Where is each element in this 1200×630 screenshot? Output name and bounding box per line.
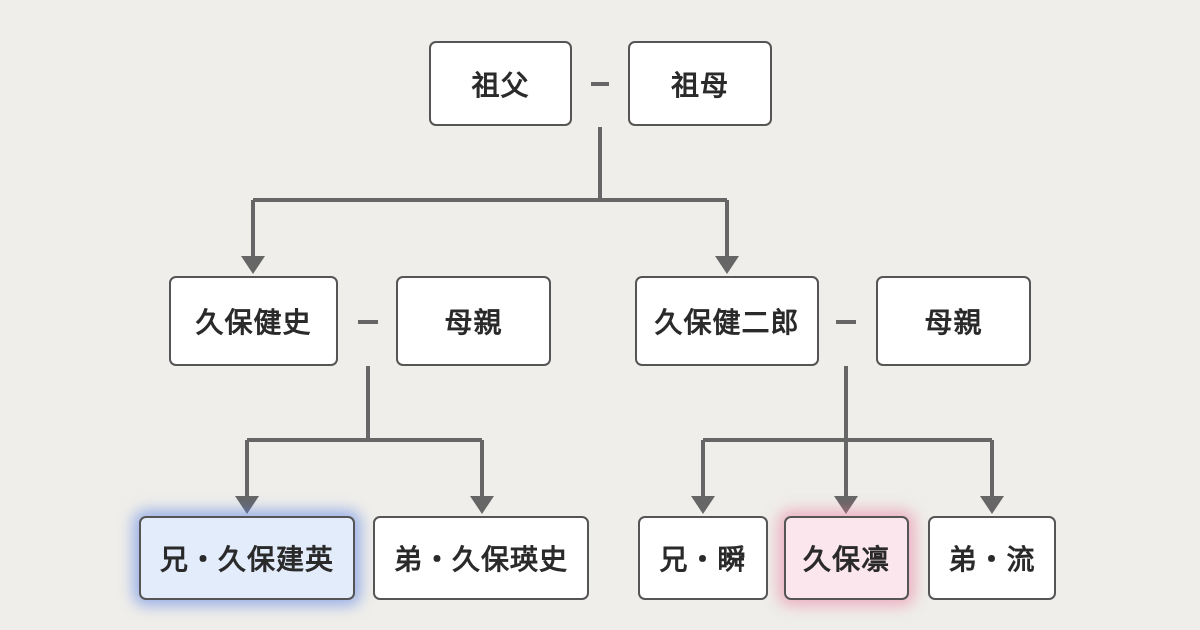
node-right-mother: 母親	[876, 276, 1031, 366]
arrow-to-kubo-kenji	[241, 256, 265, 274]
node-takefusa-highlighted: 兄・久保建英	[139, 516, 355, 600]
connector-grandparents	[251, 127, 729, 258]
arrow-to-takefusa	[235, 496, 259, 514]
node-kubo-kenjiro: 久保健二郎	[635, 276, 819, 366]
node-rin-highlighted: 久保凛	[784, 516, 909, 600]
node-grandfather: 祖父	[429, 41, 572, 126]
node-left-mother: 母親	[396, 276, 551, 366]
arrow-to-rin	[834, 496, 858, 514]
arrow-to-eiji	[470, 496, 494, 514]
arrow-to-kubo-kenjiro	[715, 256, 739, 274]
node-grandmother: 祖母	[628, 41, 772, 126]
node-eiji: 弟・久保瑛史	[373, 516, 589, 600]
node-ryu: 弟・流	[928, 516, 1056, 600]
arrow-to-shun	[691, 496, 715, 514]
arrow-to-ryu	[980, 496, 1004, 514]
connector-right-family	[701, 366, 994, 498]
connector-left-family	[245, 366, 484, 498]
node-shun: 兄・瞬	[638, 516, 768, 600]
node-kubo-kenji: 久保健史	[169, 276, 338, 366]
